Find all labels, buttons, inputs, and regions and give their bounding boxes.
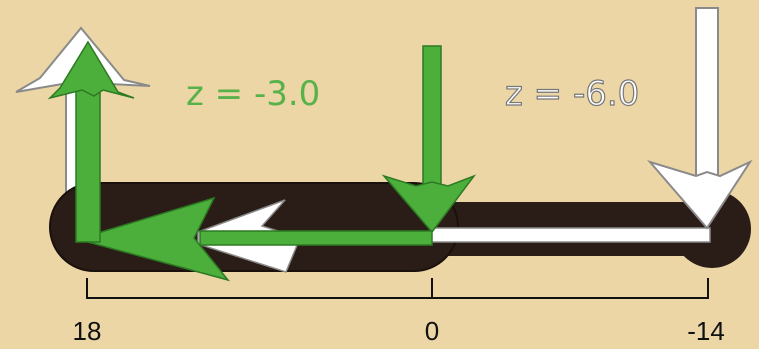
white-down-arrow bbox=[646, 7, 753, 230]
white-z-label: z = -6.0 bbox=[505, 74, 639, 114]
green-horizontal-arrow bbox=[87, 196, 433, 282]
green-down-arrow bbox=[381, 45, 477, 234]
scale-bracket bbox=[86, 278, 709, 299]
green-up-arrow bbox=[47, 40, 135, 243]
tick-label-right: -14 bbox=[687, 316, 725, 346]
green-z-label: z = -3.0 bbox=[186, 74, 320, 114]
tick-label-left: 18 bbox=[73, 316, 102, 346]
tick-label-middle: 0 bbox=[425, 316, 439, 346]
